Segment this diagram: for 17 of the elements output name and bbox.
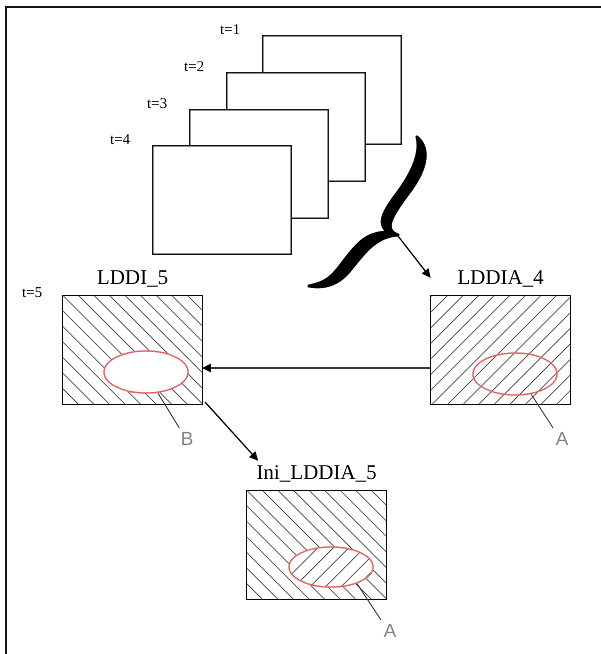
leader-line [157,392,180,429]
leader-line [530,394,554,428]
time-label: t=2 [184,60,204,75]
callout-letter: B [180,430,194,448]
leader-line [356,583,382,621]
arrow [202,364,430,372]
arrow [397,236,431,278]
time-label: t=3 [147,97,168,112]
time-label: t=4 [110,133,130,148]
image-title: LDDIA_4 [456,267,545,288]
callout-letter: A [556,430,568,448]
image-title: Ini_LDDIA_5 [255,462,378,483]
time-label: t=5 [22,286,42,301]
callout-letter: A [384,622,396,640]
time-label: t=1 [220,23,240,38]
arrow [204,402,258,461]
image-title: LDDI_5 [96,267,170,288]
